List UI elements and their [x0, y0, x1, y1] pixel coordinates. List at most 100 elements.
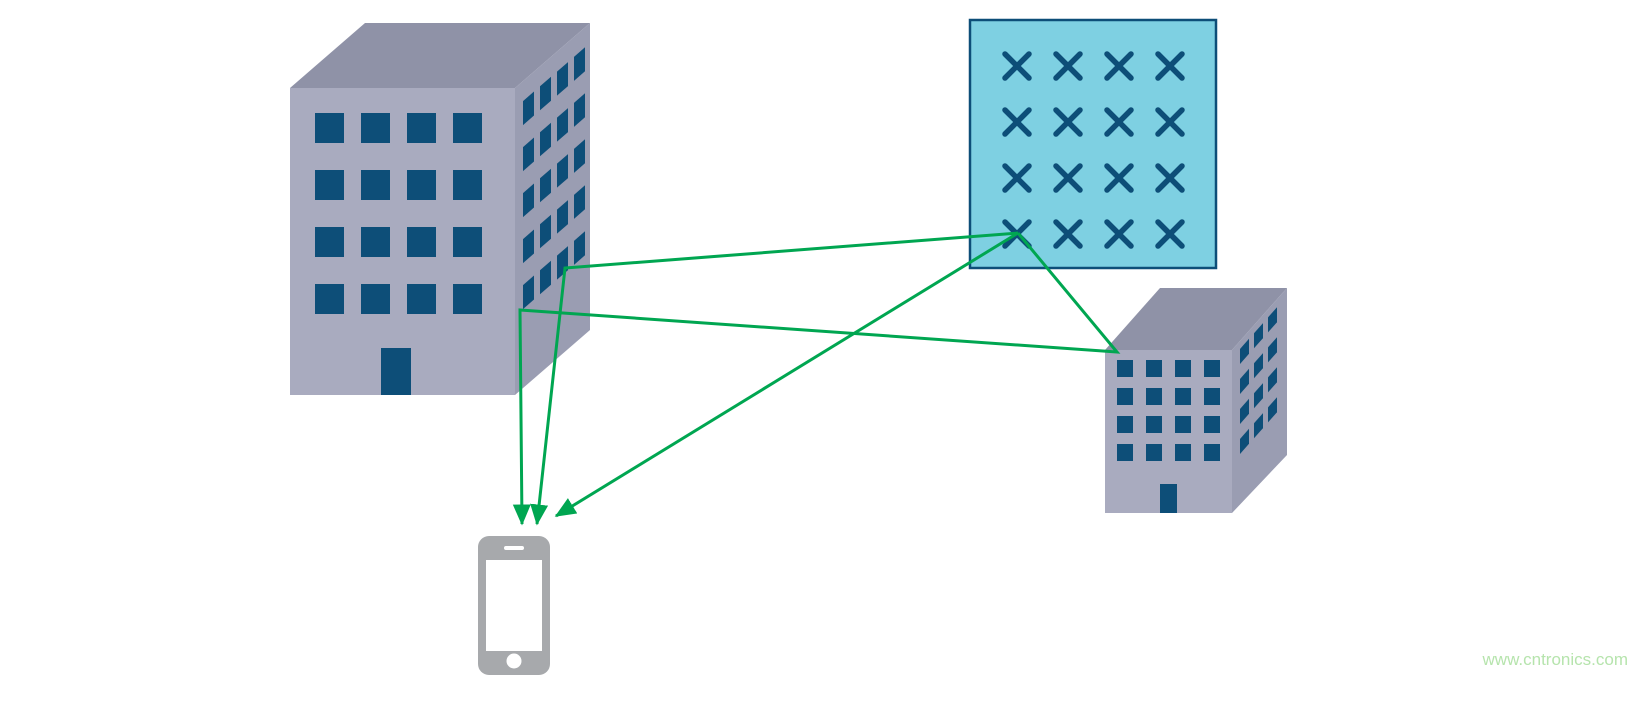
- building-small-side-window: [1254, 323, 1263, 349]
- building-large-window: [453, 227, 482, 257]
- building-small-window: [1175, 444, 1191, 461]
- building-small-side-window: [1254, 413, 1263, 439]
- antenna-element-icon: [1104, 107, 1134, 137]
- building-small-window: [1117, 444, 1133, 461]
- building-small-front: [1105, 350, 1232, 513]
- path-double-reflection: [512, 232, 1121, 526]
- building-large-window: [453, 113, 482, 143]
- building-large-window: [361, 170, 390, 200]
- building-large-side-window: [523, 137, 534, 172]
- building-small-window: [1175, 388, 1191, 405]
- antenna-array-panel: [968, 18, 1218, 270]
- building-large-side-window: [523, 91, 534, 126]
- building-large-side-window: [557, 62, 568, 96]
- building-large-door: [381, 348, 411, 395]
- building-small-window: [1175, 416, 1191, 433]
- smartphone-home-button: [506, 653, 522, 669]
- building-large-side-window: [523, 275, 534, 310]
- building-small-roof: [1105, 288, 1287, 350]
- building-small-window: [1175, 360, 1191, 377]
- building-small-side-window: [1240, 368, 1249, 394]
- building-large-window: [361, 284, 390, 314]
- antenna-element-icon: [1053, 107, 1083, 137]
- building-large-side: [515, 23, 590, 395]
- building-large-window: [407, 284, 436, 314]
- building-large-front-windows: [315, 113, 482, 314]
- antenna-element-icon: [1104, 219, 1134, 249]
- building-small-window: [1204, 444, 1220, 461]
- building-small-window: [1146, 388, 1162, 405]
- building-small-side-window: [1268, 337, 1277, 363]
- building-large-side-window: [523, 229, 534, 264]
- building-large-window: [315, 113, 344, 143]
- antenna-element-icon: [1053, 163, 1083, 193]
- building-small-side-window: [1240, 338, 1249, 364]
- building-small-side-window: [1268, 397, 1277, 423]
- building-large-roof: [290, 23, 590, 88]
- antenna-element-icon: [1155, 107, 1185, 137]
- building-large-side-window: [523, 183, 534, 218]
- building-large-side-window: [557, 154, 568, 188]
- smartphone: [478, 536, 550, 675]
- path-reflected-off-large-building: [530, 231, 1019, 526]
- antenna-element-icon: [1002, 51, 1032, 81]
- building-large-side-windows: [523, 47, 585, 310]
- signal-paths: [512, 231, 1121, 526]
- building-small-window: [1146, 416, 1162, 433]
- building-large-window: [315, 227, 344, 257]
- building-small-window: [1117, 360, 1133, 377]
- building-large-side-window: [540, 214, 551, 249]
- building-large-front: [290, 88, 515, 395]
- building-large-side-window: [557, 200, 568, 234]
- building-small-side-window: [1268, 367, 1277, 393]
- antenna-element-icon: [1002, 163, 1032, 193]
- building-small-side-window: [1240, 398, 1249, 424]
- building-small-side-window: [1254, 353, 1263, 379]
- building-small-front-windows: [1117, 360, 1220, 461]
- building-small: [1105, 288, 1287, 513]
- antenna-element-icon: [1104, 51, 1134, 81]
- building-large-side-window: [574, 47, 585, 81]
- building-large-side-window: [540, 76, 551, 111]
- building-small-side-windows: [1240, 307, 1277, 454]
- building-large-window: [361, 113, 390, 143]
- building-small-side-window: [1240, 428, 1249, 454]
- smartphone-speaker: [504, 546, 524, 550]
- building-large-side-window: [557, 108, 568, 142]
- antenna-element-icon: [1155, 51, 1185, 81]
- antenna-element-icon: [1104, 163, 1134, 193]
- building-small-door: [1160, 484, 1177, 513]
- building-large-side-window: [540, 122, 551, 157]
- building-large-side-window: [574, 93, 585, 127]
- building-small-side-window: [1254, 383, 1263, 409]
- antenna-element-icon: [1002, 107, 1032, 137]
- building-large-window: [407, 170, 436, 200]
- building-large-side-window: [540, 168, 551, 203]
- building-large-window: [315, 170, 344, 200]
- antenna-element-icon: [1053, 219, 1083, 249]
- antenna-element-icon: [1155, 219, 1185, 249]
- path-direct: [554, 231, 1019, 518]
- building-large-window: [407, 113, 436, 143]
- antenna-element-icon: [1053, 51, 1083, 81]
- building-large-side-window: [574, 185, 585, 219]
- building-large: [290, 23, 590, 395]
- building-large-window: [453, 170, 482, 200]
- building-large-window: [407, 227, 436, 257]
- building-small-window: [1117, 388, 1133, 405]
- building-small-window: [1204, 360, 1220, 377]
- antenna-elements: [1002, 51, 1185, 249]
- building-large-window: [361, 227, 390, 257]
- smartphone-screen: [486, 560, 542, 651]
- building-small-side-window: [1268, 307, 1277, 333]
- antenna-element-icon: [1155, 163, 1185, 193]
- building-large-side-window: [574, 139, 585, 173]
- building-small-window: [1204, 416, 1220, 433]
- building-small-window: [1146, 360, 1162, 377]
- building-small-window: [1204, 388, 1220, 405]
- building-large-side-window: [574, 231, 585, 265]
- watermark: www.cntronics.com: [1482, 650, 1628, 669]
- building-small-window: [1146, 444, 1162, 461]
